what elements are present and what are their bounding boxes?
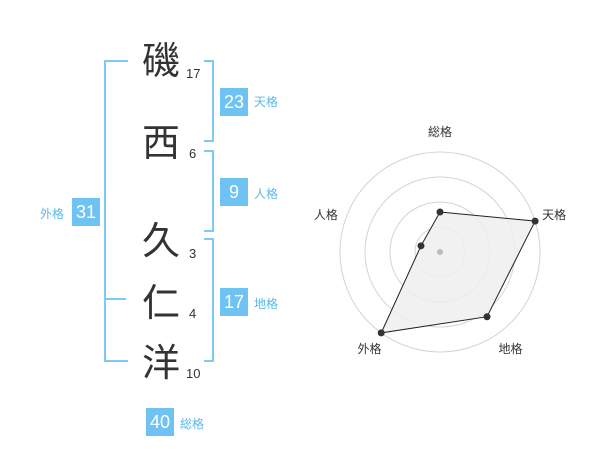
gaikaku-value: 31 (72, 198, 100, 226)
jinkaku-label: 人格 (254, 187, 279, 201)
radar-axis-label-3: 地格 (499, 341, 523, 356)
surname-char-2: 西 (142, 121, 181, 165)
chikaku-bracket (204, 238, 214, 362)
chikaku-label: 地格 (254, 297, 279, 311)
given-char-3-strokes: 10 (186, 366, 201, 381)
given-char-1: 久 (142, 219, 181, 263)
radar-point-1 (436, 208, 444, 216)
gaikaku-label: 外格 (40, 207, 65, 221)
radar-data-polygon (380, 211, 536, 334)
radar-point-2 (531, 217, 539, 225)
tenkaku-value: 23 (220, 88, 248, 116)
tenkaku-label: 天格 (254, 95, 279, 109)
radar-axis-label-2: 天格 (542, 207, 566, 222)
given-char-2-strokes: 4 (189, 306, 197, 321)
radar-center (437, 249, 443, 255)
radar-point-5 (417, 242, 425, 250)
gaikaku-bracket (104, 60, 128, 362)
radar-axis-label-1: 総格 (428, 124, 452, 139)
gaikaku-bracket-divider (104, 298, 126, 300)
chikaku-value: 17 (220, 288, 248, 316)
soukaku-label: 総格 (180, 417, 205, 431)
soukaku-value: 40 (146, 408, 174, 436)
radar-point-4 (377, 329, 385, 337)
given-char-3: 洋 (142, 341, 181, 385)
tenkaku-bracket (204, 60, 214, 142)
given-char-1-strokes: 3 (189, 246, 197, 261)
surname-char-2-strokes: 6 (189, 146, 197, 161)
radar-axis-label-5: 人格 (314, 207, 338, 222)
jinkaku-value: 9 (220, 178, 248, 206)
given-char-2: 仁 (142, 281, 181, 325)
radar-axis-label-4: 外格 (357, 341, 381, 356)
radar-point-3 (483, 313, 491, 321)
surname-char-1-strokes: 17 (186, 66, 201, 81)
radar-ring-4 (339, 151, 541, 353)
jinkaku-bracket (204, 150, 214, 232)
surname-char-1: 磯 (142, 39, 181, 83)
